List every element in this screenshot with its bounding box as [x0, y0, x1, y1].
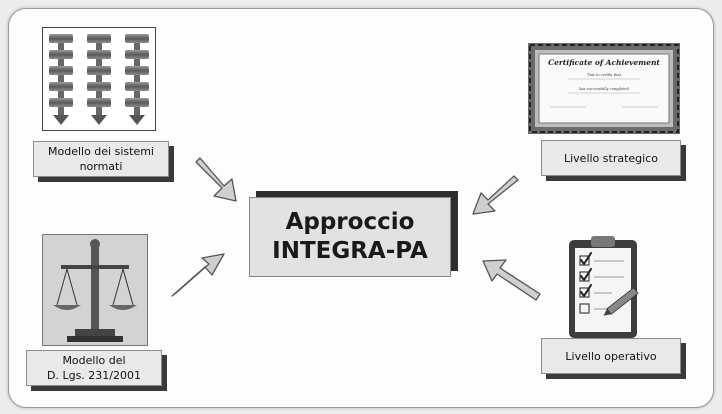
approccio-integra-pa-box: Approccio INTEGRA-PA	[249, 197, 451, 277]
livello-operativo-box: Livello operativo	[541, 338, 681, 374]
arrow-bottom-left	[171, 253, 225, 297]
checklist-clipboard-icon	[566, 234, 646, 344]
modello-sistemi-normati-box: Modello dei sistemi normati	[33, 141, 169, 177]
center-title-line-2: INTEGRA-PA	[272, 238, 428, 264]
certificate-line-1: This to certify that	[587, 73, 621, 77]
livello-operativo-label: Livello operativo	[565, 349, 657, 363]
flowchart-icon	[42, 27, 156, 131]
modello-sistemi-line-2: normati	[79, 160, 123, 173]
livello-strategico-label: Livello strategico	[563, 151, 658, 165]
modello-dlgs-box: Modello del D. Lgs. 231/2001	[26, 350, 162, 386]
modello-dlgs-line-2: D. Lgs. 231/2001	[47, 369, 141, 382]
certificate-icon: Certificate of Achievement This to certi…	[528, 43, 680, 134]
arrow-top-left	[195, 157, 237, 202]
arrow-bottom-right	[482, 259, 541, 301]
center-title-line-1: Approccio	[285, 209, 415, 235]
certificate-line-2: has successfully completed	[579, 87, 629, 91]
modello-dlgs-line-1: Modello del	[62, 354, 126, 367]
arrow-top-right	[472, 175, 519, 215]
livello-strategico-box: Livello strategico	[541, 140, 681, 176]
modello-sistemi-line-1: Modello dei sistemi	[48, 145, 154, 158]
scales-of-justice-icon	[42, 234, 148, 346]
certificate-title: Certificate of Achievement	[548, 58, 660, 67]
